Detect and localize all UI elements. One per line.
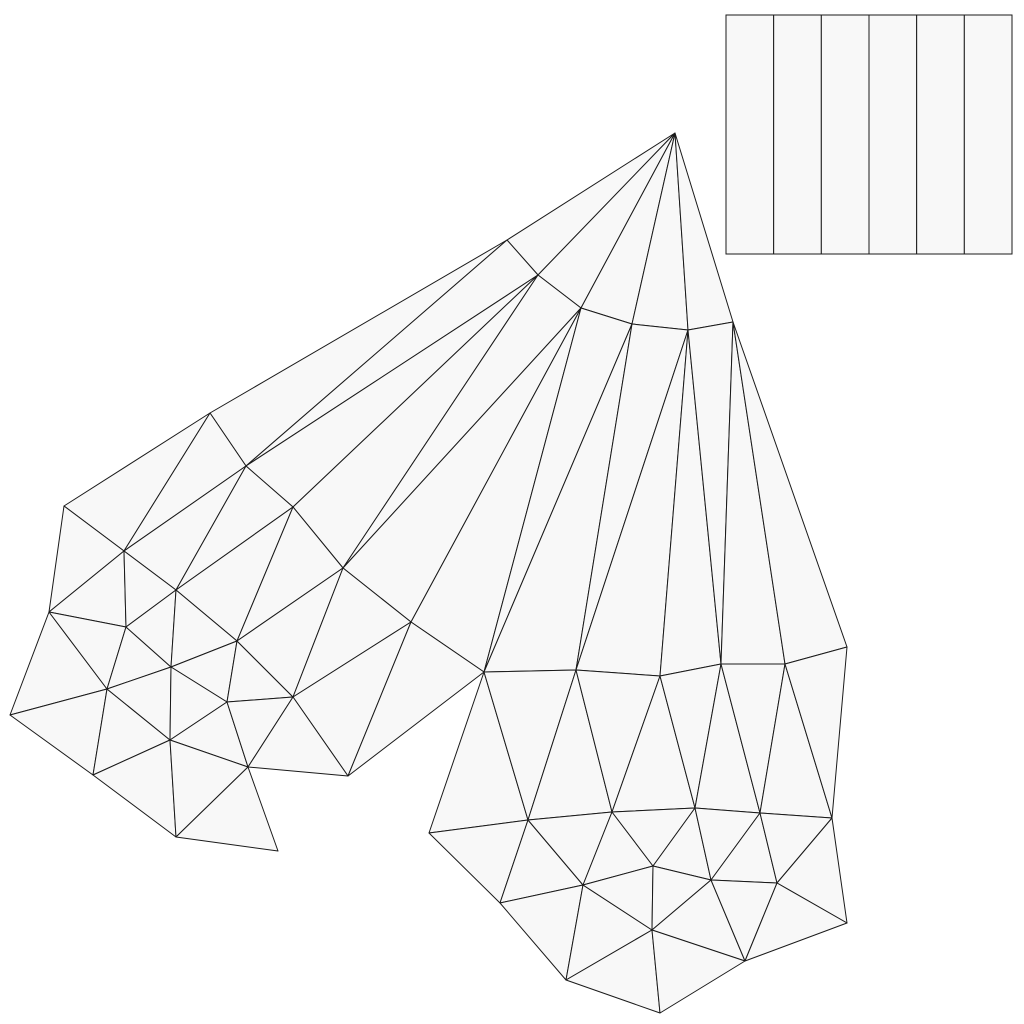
- panel-column: [868, 14, 918, 255]
- mesh-face: [347, 621, 485, 777]
- panel-column: [963, 14, 1013, 255]
- mesh-face: [247, 696, 349, 777]
- panel-column: [916, 14, 965, 255]
- panel-column: [773, 14, 822, 255]
- panel-column: [725, 14, 775, 255]
- striped-legend-panel: [725, 14, 1013, 255]
- triangle-mesh: [9, 132, 848, 1014]
- panel-column: [820, 14, 870, 255]
- mesh-face: [651, 929, 746, 1014]
- mesh-face: [175, 766, 279, 852]
- mesh-face: [744, 882, 848, 962]
- mesh-face: [784, 646, 848, 819]
